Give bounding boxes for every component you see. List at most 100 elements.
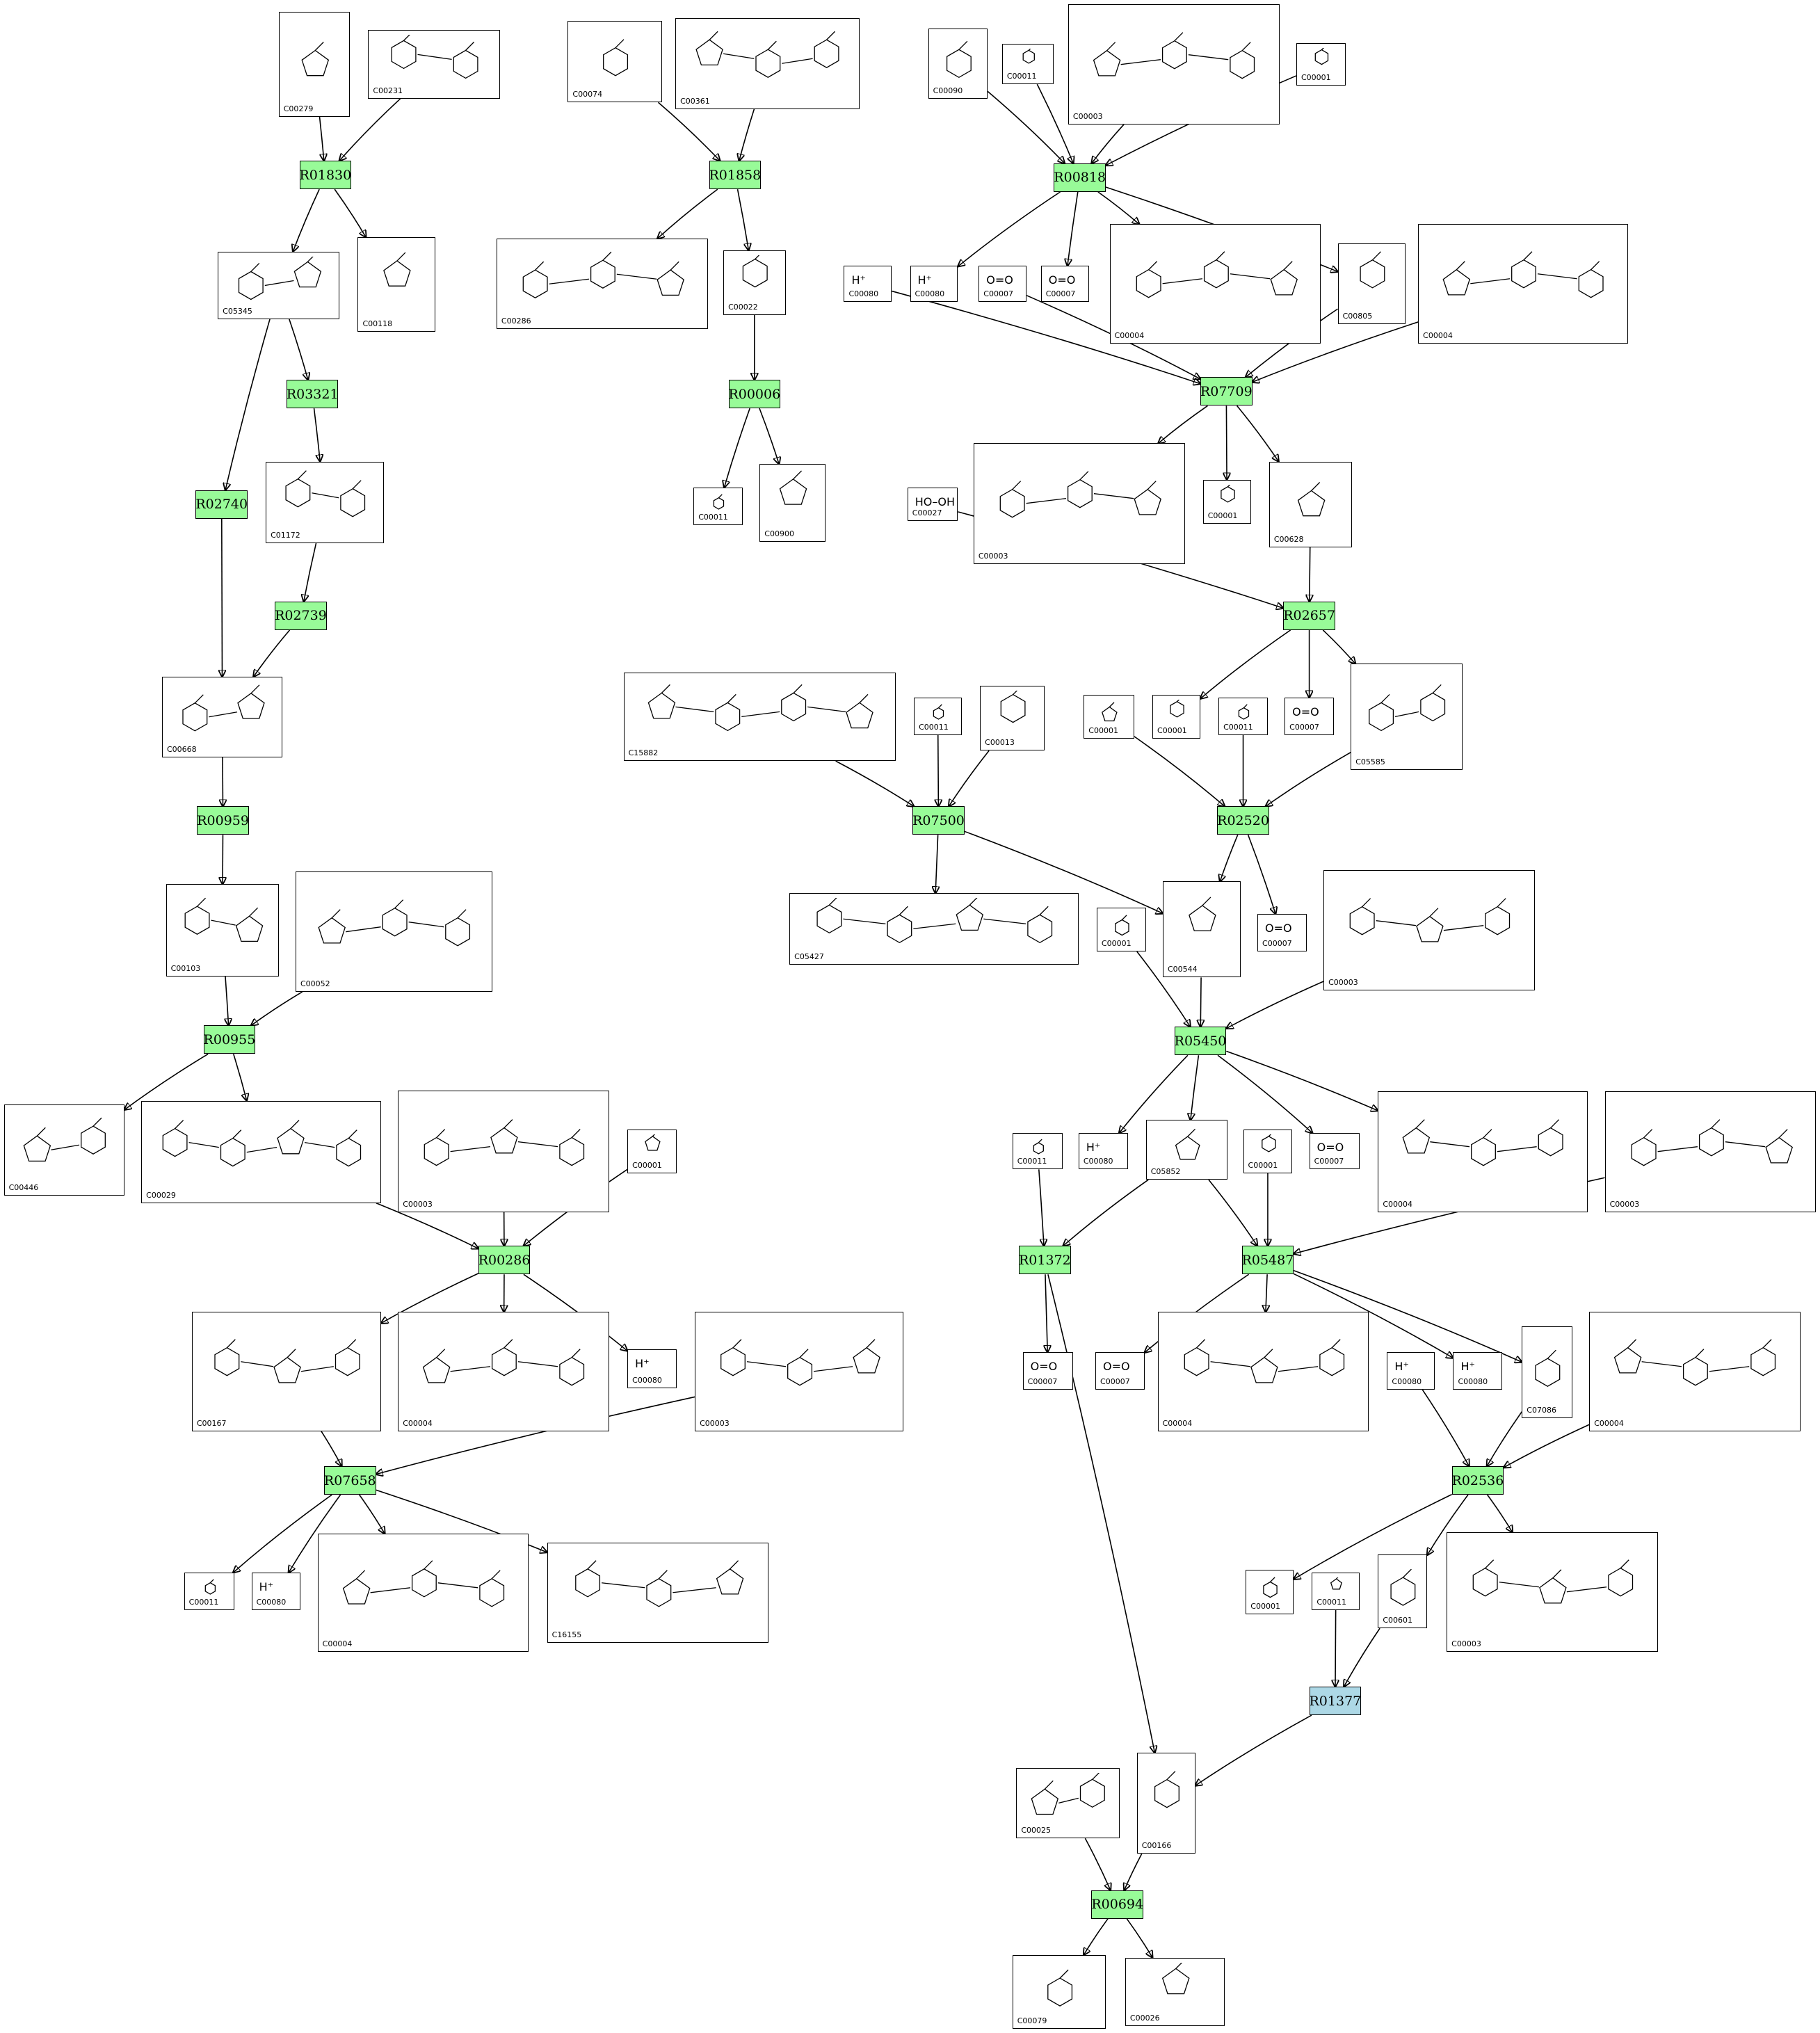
compound-c00003-a[interactable]: C00003 bbox=[1068, 3, 1280, 124]
compound-c07086[interactable]: C07086 bbox=[1522, 1326, 1572, 1419]
compound-c00628[interactable]: C00628 bbox=[1269, 461, 1353, 547]
compound-c00090[interactable]: C00090 bbox=[928, 29, 988, 99]
compound-c00003-f[interactable]: C00003 bbox=[695, 1312, 904, 1431]
compound-c00011-b[interactable]: C00011 bbox=[693, 487, 743, 525]
compound-c05345[interactable]: C05345 bbox=[218, 251, 340, 319]
compound-c00900[interactable]: C00900 bbox=[759, 464, 826, 543]
compound-c00003-g[interactable]: C00003 bbox=[1447, 1532, 1658, 1652]
compound-c00001-e[interactable]: C00001 bbox=[1096, 907, 1146, 952]
compound-c00001-h[interactable]: C00001 bbox=[1246, 1570, 1294, 1614]
compound-c00167[interactable]: C00167 bbox=[191, 1312, 381, 1431]
compound-c00003-b[interactable]: C00003 bbox=[973, 443, 1185, 564]
compound-c15882[interactable]: C15882 bbox=[623, 673, 896, 762]
reaction-r00694[interactable]: R00694 bbox=[1091, 1890, 1143, 1919]
compound-c00011-c[interactable]: C00011 bbox=[914, 697, 963, 735]
compound-c00074[interactable]: C00074 bbox=[567, 20, 663, 103]
compound-c00103[interactable]: C00103 bbox=[166, 884, 279, 977]
compound-c00001-g[interactable]: C00001 bbox=[1243, 1129, 1293, 1173]
reaction-r01372[interactable]: R01372 bbox=[1019, 1246, 1071, 1275]
compound-c00011-d[interactable]: C00011 bbox=[1218, 697, 1268, 735]
compound-c05585[interactable]: C05585 bbox=[1351, 664, 1463, 771]
compound-c01172[interactable]: C01172 bbox=[266, 461, 384, 543]
compound-c00025[interactable]: C00025 bbox=[1016, 1768, 1120, 1839]
compound-c00286[interactable]: C00286 bbox=[496, 238, 708, 330]
compound-c00080-d[interactable]: H⁺C00080 bbox=[627, 1349, 677, 1389]
reaction-r00959[interactable]: R00959 bbox=[197, 806, 249, 835]
reaction-r00286[interactable]: R00286 bbox=[478, 1246, 530, 1275]
compound-c00001-c[interactable]: C00001 bbox=[1084, 695, 1134, 739]
compound-c00011-e[interactable]: C00011 bbox=[1012, 1133, 1063, 1170]
compound-c00052[interactable]: C00052 bbox=[295, 871, 493, 992]
reaction-r00006[interactable]: R00006 bbox=[728, 380, 780, 409]
reaction-r02657[interactable]: R02657 bbox=[1283, 601, 1335, 630]
reaction-r01377[interactable]: R01377 bbox=[1310, 1687, 1361, 1715]
compound-c16155[interactable]: C16155 bbox=[547, 1543, 769, 1643]
reaction-r03321[interactable]: R03321 bbox=[287, 380, 339, 409]
compound-c00079[interactable]: C00079 bbox=[1012, 1954, 1106, 2030]
reaction-r07709[interactable]: R07709 bbox=[1200, 377, 1253, 406]
compound-c00118[interactable]: C00118 bbox=[357, 237, 436, 332]
reaction-r05487[interactable]: R05487 bbox=[1242, 1246, 1294, 1275]
compound-c00279[interactable]: C00279 bbox=[278, 11, 351, 117]
reaction-r00955[interactable]: R00955 bbox=[204, 1025, 255, 1054]
compound-c00001-a[interactable]: C00001 bbox=[1296, 42, 1346, 86]
reaction-r00818[interactable]: R00818 bbox=[1054, 163, 1106, 192]
compound-c00080-b[interactable]: H⁺C00080 bbox=[910, 266, 958, 303]
compound-c00001-b[interactable]: C00001 bbox=[1202, 479, 1251, 524]
compound-c00011-f[interactable]: C00011 bbox=[184, 1572, 235, 1611]
reaction-r02536[interactable]: R02536 bbox=[1452, 1466, 1504, 1495]
edge-r05450-to-c05852 bbox=[1191, 1055, 1200, 1120]
compound-c05427[interactable]: C05427 bbox=[789, 893, 1079, 965]
compound-c00003-c[interactable]: C00003 bbox=[1323, 869, 1535, 991]
reaction-r02520[interactable]: R02520 bbox=[1217, 806, 1269, 835]
reaction-r07658[interactable]: R07658 bbox=[324, 1466, 376, 1495]
compound-c00080-e[interactable]: H⁺C00080 bbox=[1387, 1352, 1435, 1390]
compound-c00446[interactable]: C00446 bbox=[3, 1104, 124, 1196]
compound-c00080-c[interactable]: H⁺C00080 bbox=[1078, 1133, 1128, 1170]
compound-c00004-f[interactable]: C00004 bbox=[1589, 1312, 1801, 1431]
reaction-r01830[interactable]: R01830 bbox=[299, 161, 351, 190]
compound-c00668[interactable]: C00668 bbox=[161, 676, 283, 757]
compound-c00004-b[interactable]: C00004 bbox=[1418, 224, 1629, 344]
compound-c00601[interactable]: C00601 bbox=[1378, 1554, 1428, 1629]
compound-c00001-d[interactable]: C00001 bbox=[1152, 695, 1200, 739]
reaction-r02739[interactable]: R02739 bbox=[275, 601, 327, 630]
compound-c00080-g[interactable]: H⁺C00080 bbox=[251, 1572, 301, 1611]
compound-c00003-e[interactable]: C00003 bbox=[1604, 1091, 1817, 1212]
compound-c00805[interactable]: C00805 bbox=[1337, 243, 1406, 324]
compound-c00004-d[interactable]: C00004 bbox=[398, 1312, 610, 1431]
compound-c05852[interactable]: C05852 bbox=[1145, 1120, 1228, 1180]
compound-c00011-a[interactable]: C00011 bbox=[1001, 44, 1054, 85]
reaction-r07500[interactable]: R07500 bbox=[912, 806, 965, 835]
compound-c00004-e[interactable]: C00004 bbox=[1157, 1312, 1369, 1431]
reaction-r01858[interactable]: R01858 bbox=[709, 161, 761, 190]
reaction-r02740[interactable]: R02740 bbox=[195, 490, 248, 519]
compound-c00026[interactable]: C00026 bbox=[1125, 1957, 1225, 2027]
compound-c00080-f[interactable]: H⁺C00080 bbox=[1453, 1352, 1503, 1390]
compound-c00022[interactable]: C00022 bbox=[723, 250, 786, 315]
compound-c00013[interactable]: C00013 bbox=[980, 686, 1045, 751]
compound-c00004-c[interactable]: C00004 bbox=[1378, 1091, 1588, 1212]
compound-c00003-d[interactable]: C00003 bbox=[398, 1090, 610, 1212]
edge-r07709-to-c00003-b bbox=[1158, 405, 1208, 443]
compound-c00166[interactable]: C00166 bbox=[1136, 1753, 1195, 1854]
compound-c00004-a[interactable]: C00004 bbox=[1109, 224, 1321, 344]
compound-c00004-g[interactable]: C00004 bbox=[317, 1534, 529, 1652]
compound-c00001-f[interactable]: C00001 bbox=[627, 1129, 677, 1173]
compound-c00361[interactable]: C00361 bbox=[675, 18, 860, 109]
compound-c00544[interactable]: C00544 bbox=[1162, 881, 1241, 978]
structure-drawing bbox=[1383, 1096, 1583, 1196]
compound-c00231[interactable]: C00231 bbox=[368, 29, 501, 99]
compound-c00011-g[interactable]: C00011 bbox=[1312, 1572, 1360, 1611]
reaction-r05450[interactable]: R05450 bbox=[1175, 1027, 1226, 1056]
compound-c00080-a[interactable]: H⁺C00080 bbox=[844, 266, 892, 303]
compound-c00029[interactable]: C00029 bbox=[141, 1100, 381, 1203]
